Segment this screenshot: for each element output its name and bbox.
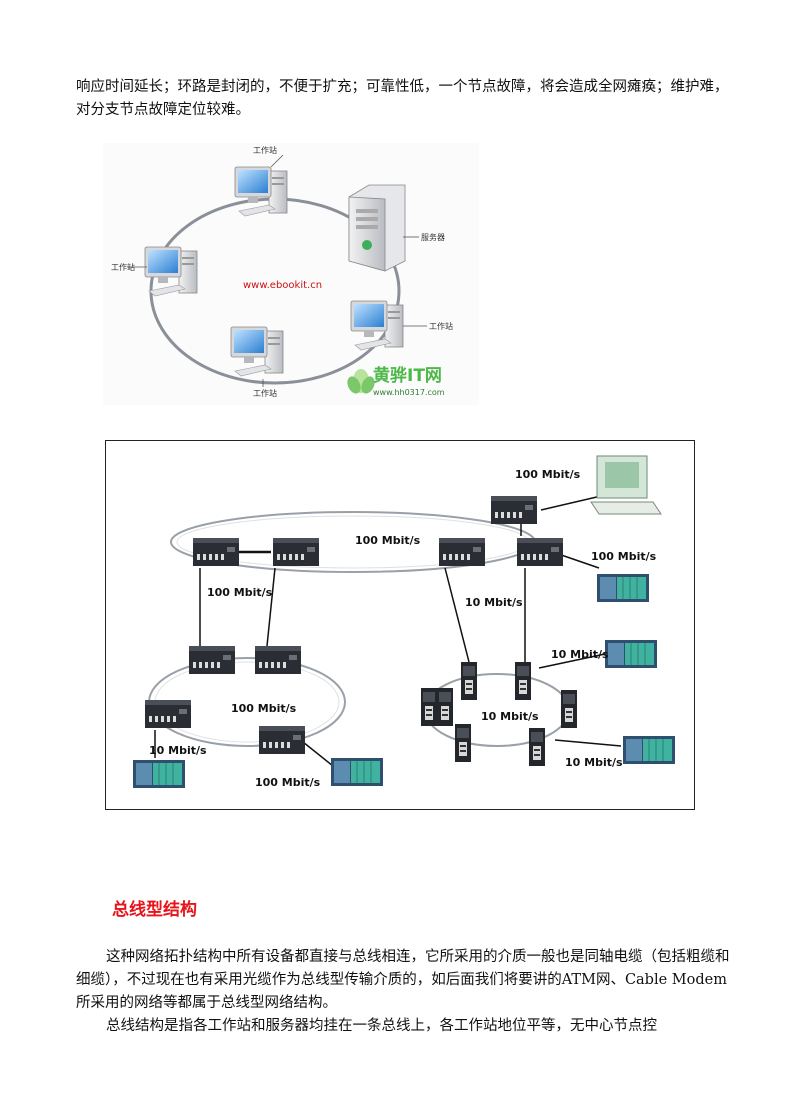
section-heading: 总线型结构	[112, 900, 197, 920]
switch-upper-right-1	[439, 538, 485, 566]
module-1	[461, 662, 477, 700]
label-far-right: 10 Mbit/s	[551, 648, 609, 661]
module-3	[421, 688, 453, 726]
label-lower-right-bottom: 10 Mbit/s	[565, 756, 623, 769]
switch-upper-left-2	[273, 538, 319, 566]
logo-url: www.hh0317.com	[373, 388, 445, 397]
switch-lower-left-4	[259, 726, 305, 754]
label-ring-center: 100 Mbit/s	[355, 534, 421, 547]
module-5	[455, 724, 471, 762]
label-workstation-left: 工作站	[111, 262, 135, 272]
plc-right-upper	[596, 573, 650, 603]
plc-lower-left	[132, 759, 186, 789]
logo-text: 黄骅IT网	[373, 365, 442, 386]
ring-topology-figure: 工作站 工作站 服务器 工作站 工作站 www.ebookit.cn 黄骅IT网…	[103, 143, 479, 405]
intro-paragraph: 响应时间延长；环路是封闭的，不便于扩充；可靠性低，一个节点故障，将会造成全网瘫痪…	[76, 79, 729, 118]
terminal-icon	[590, 455, 662, 515]
logo-icon: 黄骅IT网 www.hh0317.com	[347, 365, 445, 397]
plc-right-lower	[622, 735, 676, 765]
module-6	[529, 728, 545, 766]
label-top-right: 100 Mbit/s	[515, 468, 581, 481]
label-workstation-bottom: 工作站	[253, 388, 277, 398]
label-lower-left-down: 10 Mbit/s	[149, 744, 207, 757]
industrial-ring-network-figure: 100 Mbit/s 100 Mbit/s 100 Mbit/s 100 Mbi…	[105, 440, 695, 810]
label-lower-right-center: 10 Mbit/s	[481, 710, 539, 723]
switch-top-right	[491, 496, 537, 524]
label-workstation-right: 工作站	[429, 321, 453, 331]
plc-lower-middle	[330, 757, 384, 787]
module-4	[561, 690, 577, 728]
label-workstation-top: 工作站	[253, 145, 277, 155]
switch-upper-right-2	[517, 538, 563, 566]
label-right-link: 10 Mbit/s	[465, 596, 523, 609]
plc-right-middle	[604, 639, 658, 669]
switch-lower-left-3	[145, 700, 191, 728]
label-right-mid: 100 Mbit/s	[591, 550, 657, 563]
switch-upper-left-1	[193, 538, 239, 566]
label-server: 服务器	[421, 232, 445, 242]
watermark-url: www.ebookit.cn	[243, 280, 322, 291]
label-lower-left-bottom: 100 Mbit/s	[255, 776, 321, 789]
body-paragraph-2: 总线结构是指各工作站和服务器均挂在一条总线上，各工作站地位平等，无中心节点控	[106, 1018, 657, 1034]
label-left-link: 100 Mbit/s	[207, 586, 273, 599]
body-paragraph-1: 这种网络拓扑结构中所有设备都直接与总线相连，它所采用的介质一般也是同轴电缆（包括…	[76, 949, 730, 1011]
switch-lower-left-1	[189, 646, 235, 674]
module-2	[515, 662, 531, 700]
switch-lower-left-2	[255, 646, 301, 674]
label-lower-left-ring: 100 Mbit/s	[231, 702, 297, 715]
server-icon	[348, 184, 406, 272]
